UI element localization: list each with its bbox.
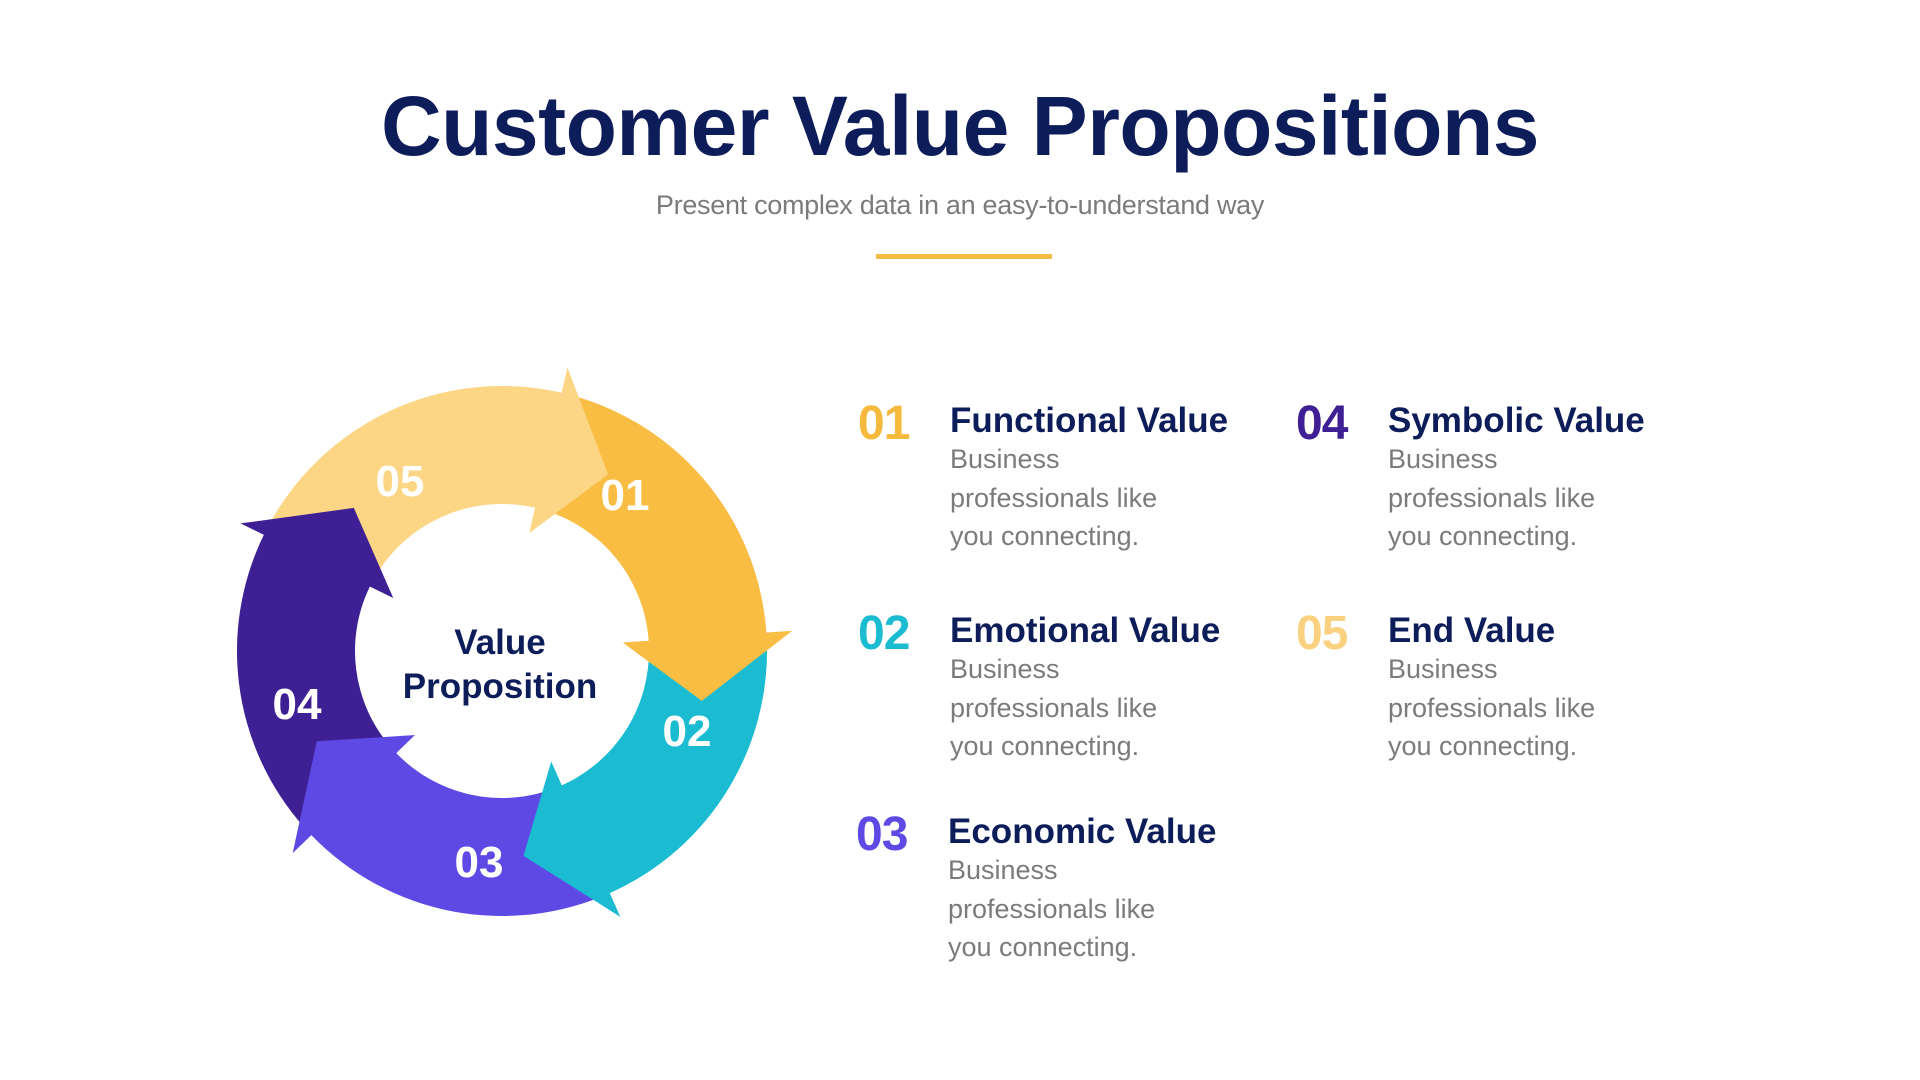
cycle-center-label-line1: Value [454,623,545,662]
arrow-head-05-icon [529,367,609,534]
item-number: 03 [856,808,908,861]
item-title: Functional Value [950,401,1229,440]
cycle-label-05: 05 [376,457,425,506]
cycle-segment-03 [305,749,602,916]
arrow-head-02-icon [523,761,621,917]
cycle-label-03: 03 [455,838,504,887]
page-subtitle: Present complex data in an easy-to-under… [655,190,1265,220]
item-description: Business professionals like you connecti… [950,654,1158,761]
cycle-label-04: 04 [273,680,322,729]
cycle-label-01: 01 [601,471,650,520]
arrow-head-03-icon [292,735,415,854]
item-number: 05 [1296,607,1348,660]
title-underline [876,254,1052,259]
cycle-arrow-heads [240,367,793,917]
cycle-segment-labels: 01 02 03 04 05 [273,457,712,887]
item-description: Business professionals like you connecti… [1388,654,1596,761]
page-title: Customer Value Propositions [380,79,1540,173]
item-title: Symbolic Value [1388,401,1645,440]
item-description: Business professionals like you connecti… [1388,444,1596,551]
item-description: Business professionals like you connecti… [948,855,1156,962]
arrow-head-04-icon [240,507,394,598]
cycle-center-label-line2: Proposition [403,667,597,706]
item-number: 01 [858,397,910,450]
item-title: End Value [1388,611,1556,650]
item-title: Emotional Value [950,611,1221,650]
item-title: Economic Value [948,812,1217,851]
arrow-head-01-icon [622,630,793,701]
item-number: 02 [858,607,910,660]
cycle-label-02: 02 [663,707,712,756]
cycle-segment-02 [557,641,767,897]
item-description: Business professionals like you connecti… [950,444,1158,551]
item-number: 04 [1296,397,1348,450]
